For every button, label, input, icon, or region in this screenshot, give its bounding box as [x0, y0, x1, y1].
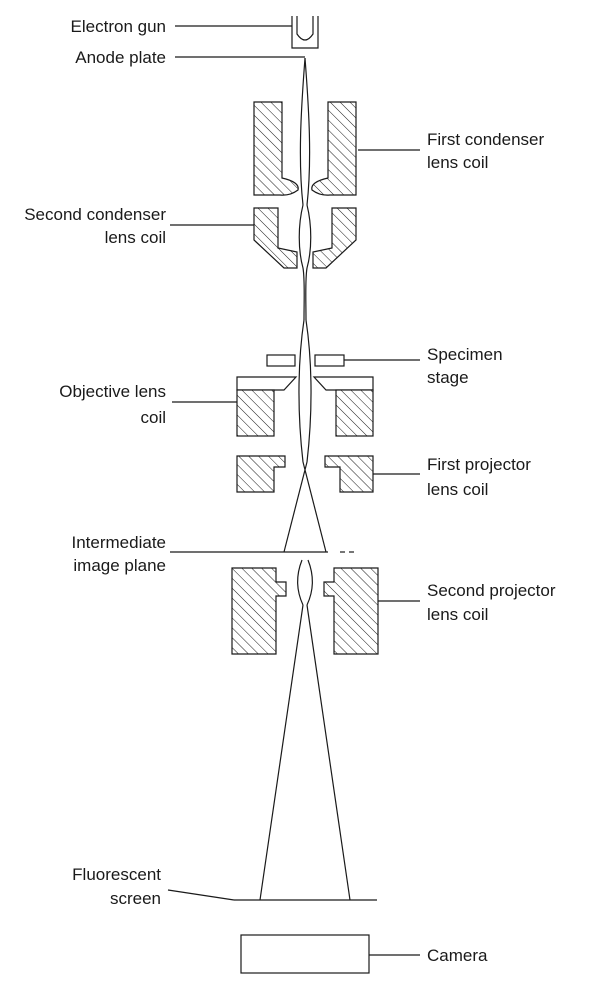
label-second-condenser-line1: Second condenser: [24, 205, 166, 224]
label-second-projector-line1: Second projector: [427, 581, 556, 600]
label-objective-line1: Objective lens: [59, 382, 166, 401]
label-electron-gun: Electron gun: [71, 17, 166, 36]
first-projector-lens: [236, 455, 374, 493]
label-first-projector-line2: lens coil: [427, 480, 488, 499]
specimen-stage: [266, 354, 345, 367]
label-anode-plate: Anode plate: [75, 48, 166, 67]
second-projector-lens: [231, 567, 379, 655]
label-intermediate-line1: Intermediate: [72, 533, 167, 552]
label-second-projector-line2: lens coil: [427, 605, 488, 624]
labels: Electron gun Anode plate First condenser…: [24, 17, 556, 965]
leader-lines: [167, 25, 420, 956]
label-objective-line2: coil: [140, 408, 166, 427]
electron-gun: [291, 16, 319, 49]
label-second-condenser-line2: lens coil: [105, 228, 166, 247]
label-specimen-line1: Specimen: [427, 345, 503, 364]
label-fluorescent-line2: screen: [110, 889, 161, 908]
first-condenser-lens: [253, 101, 357, 196]
camera-box: [240, 934, 370, 974]
label-first-condenser-line1: First condenser: [427, 130, 544, 149]
electron-beam-path: [259, 57, 351, 901]
label-camera: Camera: [427, 946, 488, 965]
label-first-condenser-line2: lens coil: [427, 153, 488, 172]
label-specimen-line2: stage: [427, 368, 469, 387]
label-intermediate-line2: image plane: [73, 556, 166, 575]
second-condenser-lens: [253, 207, 357, 269]
objective-lens: [236, 376, 374, 437]
label-fluorescent-line1: Fluorescent: [72, 865, 161, 884]
label-first-projector-line1: First projector: [427, 455, 531, 474]
